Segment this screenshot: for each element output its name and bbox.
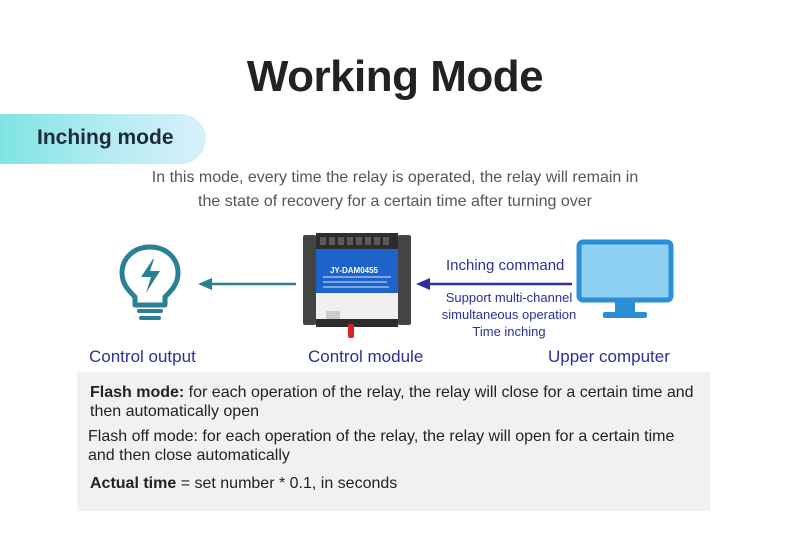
flash-off-mode-label: Flash off mode:	[88, 428, 198, 445]
mode-pill	[0, 114, 206, 164]
flash-mode-text: for each operation of the relay, the rel…	[90, 384, 694, 420]
actual-time-text: = set number * 0.1, in seconds	[176, 475, 398, 492]
arrow-to-module	[416, 278, 572, 290]
command-detail-1: Support multi-channel	[445, 290, 573, 305]
command-detail-3: Time inching	[472, 324, 546, 339]
description-line-1: In this mode, every time the relay is op…	[151, 169, 639, 186]
control-module-device	[303, 233, 411, 338]
control-output-caption: Control output	[89, 347, 196, 366]
lightbulb-icon	[119, 244, 181, 320]
mode-pill-label: Inching mode	[37, 126, 174, 149]
flash-off-mode-text: for each operation of the relay, the rel…	[88, 428, 675, 464]
notes-panel	[77, 372, 710, 511]
flash-off-mode-note: Flash off mode: for each operation of th…	[88, 427, 698, 465]
flash-mode-label: Flash mode:	[90, 384, 185, 401]
arrow-to-output	[198, 278, 296, 290]
actual-time-note: Actual time = set number * 0.1, in secon…	[90, 474, 700, 493]
monitor-icon	[576, 239, 674, 318]
command-detail-2: simultaneous operation	[441, 307, 577, 322]
actual-time-label: Actual time	[90, 475, 177, 492]
upper-computer-caption: Upper computer	[548, 347, 670, 366]
module-label: JY-DAM0455	[329, 266, 379, 275]
page-title: Working Mode	[246, 52, 544, 101]
inching-command-label: Inching command	[446, 257, 565, 274]
flash-mode-note: Flash mode: for each operation of the re…	[90, 383, 700, 421]
control-module-caption: Control module	[308, 347, 424, 366]
description-line-2: the state of recovery for a certain time…	[198, 193, 592, 210]
